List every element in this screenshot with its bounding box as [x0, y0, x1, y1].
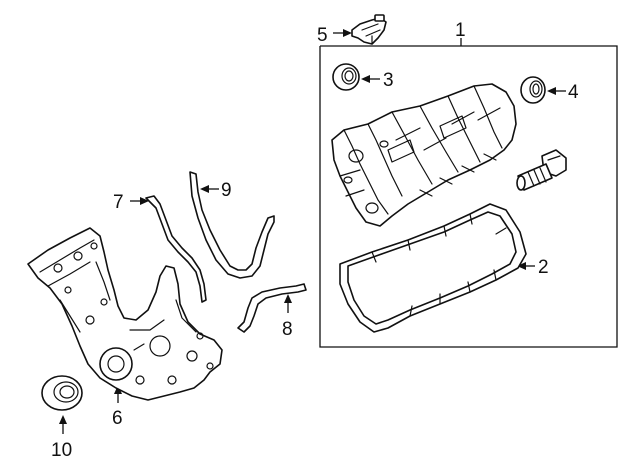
leader-4	[547, 87, 566, 95]
leader-9	[200, 185, 219, 193]
callout-2: 2	[538, 257, 549, 278]
callout-4: 4	[568, 82, 579, 103]
callout-3: 3	[383, 70, 394, 91]
part-2-gasket	[339, 203, 527, 333]
leader-10	[59, 415, 67, 434]
callout-7: 7	[113, 192, 124, 213]
part-7-gasket-strip	[145, 195, 207, 303]
part-4-seal	[520, 76, 546, 104]
part-3-seal	[332, 63, 360, 91]
callout-6: 6	[112, 408, 123, 429]
leader-8	[284, 294, 292, 313]
callout-10: 10	[51, 440, 72, 461]
leader-3	[361, 75, 380, 83]
part-5-pcv-fitting	[351, 14, 387, 45]
leader-2	[517, 262, 535, 270]
valve-cover-group-box	[319, 38, 618, 348]
leader-5	[333, 29, 352, 37]
valve-cover-bolt	[516, 149, 567, 191]
callout-1: 1	[455, 20, 466, 41]
leader-7	[130, 197, 149, 205]
part-10-crank-seal	[41, 375, 83, 411]
callout-8: 8	[282, 319, 293, 340]
part-1-valve-cover	[331, 83, 517, 227]
callout-9: 9	[221, 180, 232, 201]
part-9-gasket	[189, 171, 275, 279]
callout-5: 5	[317, 25, 328, 46]
part-8-gasket	[237, 283, 307, 333]
part-6-timing-cover	[27, 227, 223, 401]
